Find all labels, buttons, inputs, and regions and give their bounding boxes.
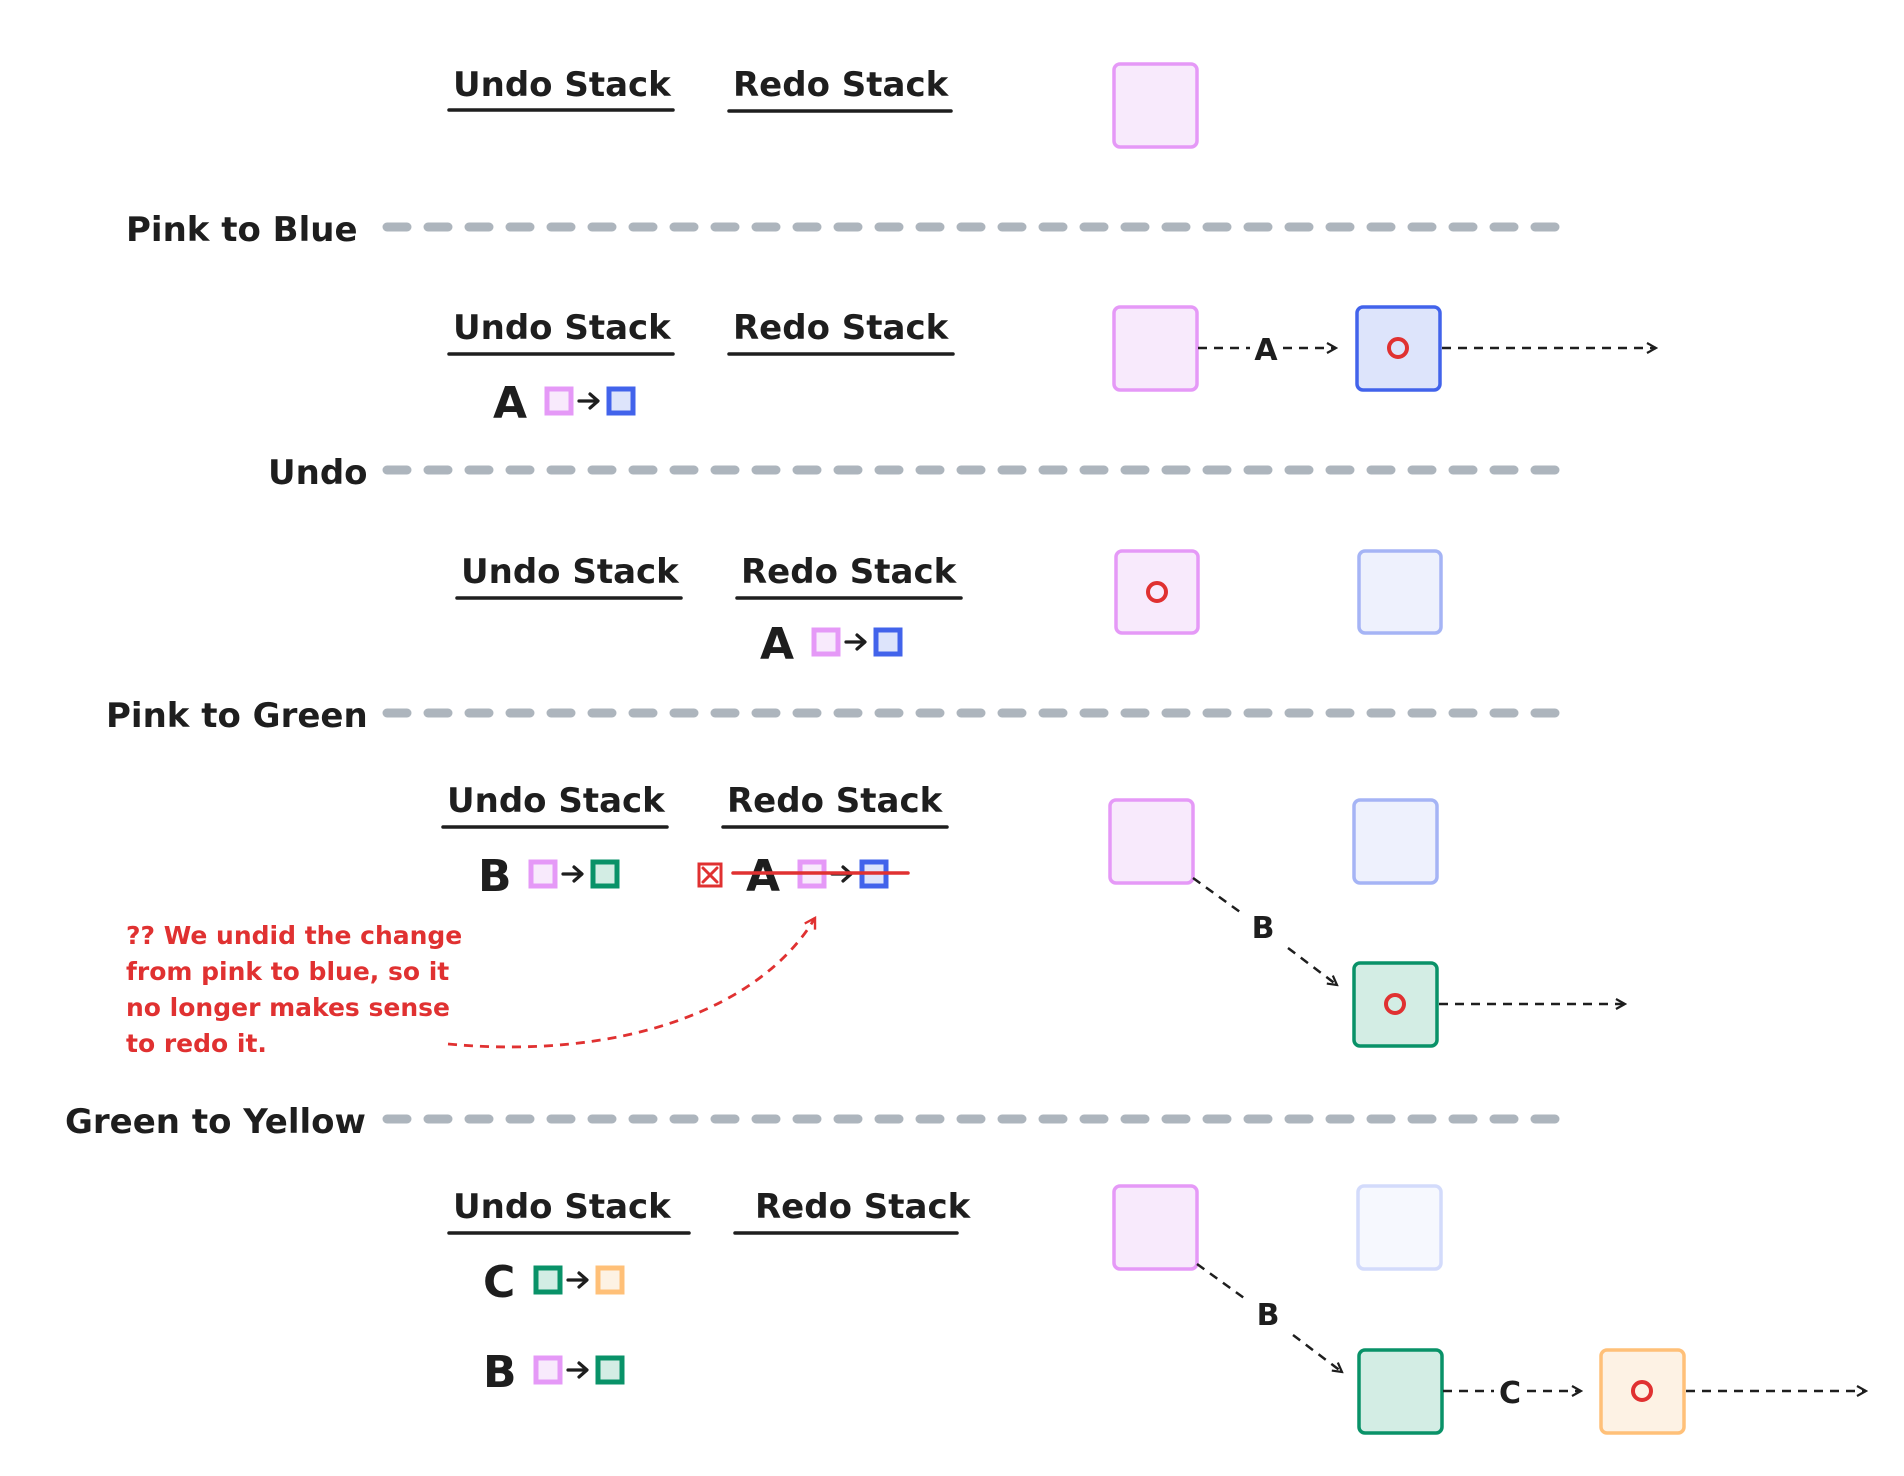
green-swatch-icon bbox=[595, 1355, 625, 1385]
redo-stack-header: Redo Stack bbox=[727, 781, 944, 821]
section-label-pink-to-blue: Pink to Blue bbox=[126, 210, 358, 250]
blue-swatch-icon bbox=[606, 386, 636, 416]
blue-square-faded bbox=[1352, 798, 1439, 885]
current-state-marker-icon bbox=[1384, 993, 1406, 1015]
entry-label: A bbox=[493, 378, 527, 429]
current-state-marker-icon bbox=[1146, 581, 1168, 603]
edge-a-label: A bbox=[1254, 333, 1278, 368]
redo-entry-a-cleared: A bbox=[697, 851, 910, 902]
note-line: ?? We undid the change bbox=[126, 921, 462, 950]
pink-swatch-icon bbox=[544, 386, 574, 416]
section-label-undo: Undo bbox=[268, 453, 368, 493]
blue-swatch-icon bbox=[873, 627, 903, 657]
pink-square bbox=[1112, 1184, 1199, 1271]
edge-b-label: B bbox=[1257, 1298, 1280, 1333]
orange-square bbox=[1599, 1348, 1686, 1435]
pink-swatch-icon bbox=[528, 859, 558, 889]
note-line: from pink to blue, so it bbox=[126, 957, 449, 986]
pink-square bbox=[1114, 549, 1200, 635]
blue-square-ghost bbox=[1356, 1184, 1443, 1271]
edge-b-label: B bbox=[1252, 911, 1275, 946]
redo-entry-a: A bbox=[760, 619, 903, 670]
pink-swatch-icon bbox=[811, 627, 841, 657]
mini-arrow-icon bbox=[566, 1361, 589, 1379]
row-pink-to-blue: Undo Stack Redo Stack A A bbox=[447, 305, 1656, 429]
edge-b-arrow bbox=[1292, 1334, 1342, 1372]
current-state-marker-icon bbox=[1631, 1380, 1653, 1402]
redo-stack-header: Redo Stack bbox=[733, 65, 950, 105]
entry-label: A bbox=[760, 619, 794, 670]
row-green-to-yellow: Undo Stack Redo Stack C B B C bbox=[447, 1184, 1866, 1435]
note-line: to redo it. bbox=[126, 1029, 267, 1058]
edge-b-arrow bbox=[1287, 947, 1337, 985]
pink-square bbox=[1108, 798, 1195, 885]
entry-label: B bbox=[478, 851, 512, 902]
pink-swatch-icon bbox=[533, 1355, 563, 1385]
green-square bbox=[1357, 1348, 1444, 1435]
entry-label: B bbox=[483, 1347, 517, 1398]
note-arrow bbox=[447, 918, 815, 1049]
mini-arrow-icon bbox=[566, 1271, 589, 1289]
undo-entry-b: B bbox=[478, 851, 620, 902]
row-undo: Undo Stack Redo Stack A bbox=[455, 549, 1443, 670]
undo-stack-header: Undo Stack bbox=[453, 65, 672, 105]
orange-swatch-icon bbox=[595, 1265, 625, 1295]
row-pink-to-green: Undo Stack Redo Stack B A ?? We undid th… bbox=[126, 781, 1625, 1058]
blue-square bbox=[1355, 305, 1442, 392]
mini-arrow-icon bbox=[844, 633, 867, 651]
mini-arrow-icon bbox=[561, 865, 584, 883]
undo-stack-header: Undo Stack bbox=[453, 1187, 672, 1227]
green-swatch-icon bbox=[590, 859, 620, 889]
undo-stack-header: Undo Stack bbox=[447, 781, 666, 821]
undo-stack-header: Undo Stack bbox=[461, 552, 680, 592]
section-label-green-to-yellow: Green to Yellow bbox=[65, 1102, 366, 1142]
undo-entry-c: C bbox=[483, 1257, 625, 1308]
cleared-x-icon-cross bbox=[701, 866, 719, 884]
undo-stack-header: Undo Stack bbox=[453, 308, 672, 348]
edge-b-line bbox=[1192, 876, 1241, 914]
section-label-pink-to-green: Pink to Green bbox=[106, 696, 368, 736]
cleared-x-icon bbox=[697, 862, 723, 888]
current-state-marker-icon bbox=[1387, 337, 1409, 359]
edge-c-label: C bbox=[1499, 1376, 1521, 1411]
note-line: no longer makes sense bbox=[126, 993, 450, 1022]
mini-arrow-icon bbox=[577, 392, 600, 410]
undo-entry-a: A bbox=[493, 378, 636, 429]
pink-square bbox=[1112, 305, 1199, 392]
redo-stack-header: Redo Stack bbox=[741, 552, 958, 592]
entry-label: A bbox=[746, 851, 780, 902]
redo-stack-header: Redo Stack bbox=[755, 1187, 972, 1227]
green-square bbox=[1352, 961, 1439, 1048]
redo-stack-header: Redo Stack bbox=[733, 308, 950, 348]
undo-entry-b: B bbox=[483, 1347, 625, 1398]
entry-label: C bbox=[483, 1257, 515, 1308]
green-swatch-icon bbox=[533, 1265, 563, 1295]
row-initial: Undo Stack Redo Stack bbox=[447, 62, 1199, 149]
edge-b-line bbox=[1196, 1262, 1245, 1300]
annotation-note: ?? We undid the change from pink to blue… bbox=[126, 918, 815, 1058]
pink-square bbox=[1112, 62, 1199, 149]
blue-square-faded bbox=[1357, 549, 1443, 635]
